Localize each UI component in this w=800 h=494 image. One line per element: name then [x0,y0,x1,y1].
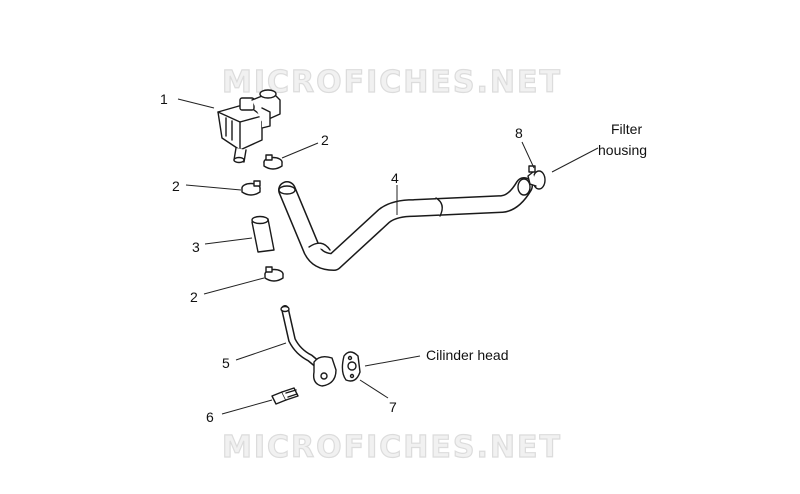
label-cylinder-head: Cilinder head [426,347,509,363]
leader-6 [221,399,273,415]
leader-5 [235,342,287,361]
callout-6: 6 [206,409,214,425]
leader-2a [281,142,319,159]
part-6-bolt [271,387,299,405]
callout-2-lower: 2 [190,289,198,305]
leader-8 [521,141,535,169]
part-5-pipe [280,305,337,387]
leader-filter-housing [551,147,599,173]
leader-2b [185,184,242,191]
leader-cylinder-head [364,355,421,367]
leader-1 [177,98,215,109]
part-2-clamp-lower [264,266,284,282]
part-3-short-hose [251,215,275,253]
callout-7: 7 [389,399,397,415]
callout-8: 8 [515,125,523,141]
callout-1: 1 [160,91,168,107]
part-4-long-hose [278,177,533,271]
part-7-gasket [341,351,361,382]
leader-2c [203,277,265,295]
leader-7 [359,379,389,399]
part-8-clamp [527,165,546,190]
callout-2-upper: 2 [321,132,329,148]
watermark-bottom: MICROFICHES.NET [222,430,562,465]
callout-3: 3 [192,239,200,255]
label-housing: housing [598,142,647,158]
leader-3 [204,237,253,245]
part-1-valve [217,89,281,164]
label-filter: Filter [611,121,642,137]
part-2-clamp-upper [263,154,283,170]
callout-5: 5 [222,355,230,371]
watermark-top: MICROFICHES.NET [222,65,562,100]
callout-4: 4 [391,170,399,186]
part-2-clamp-middle [241,180,261,196]
callout-2-middle: 2 [172,178,180,194]
